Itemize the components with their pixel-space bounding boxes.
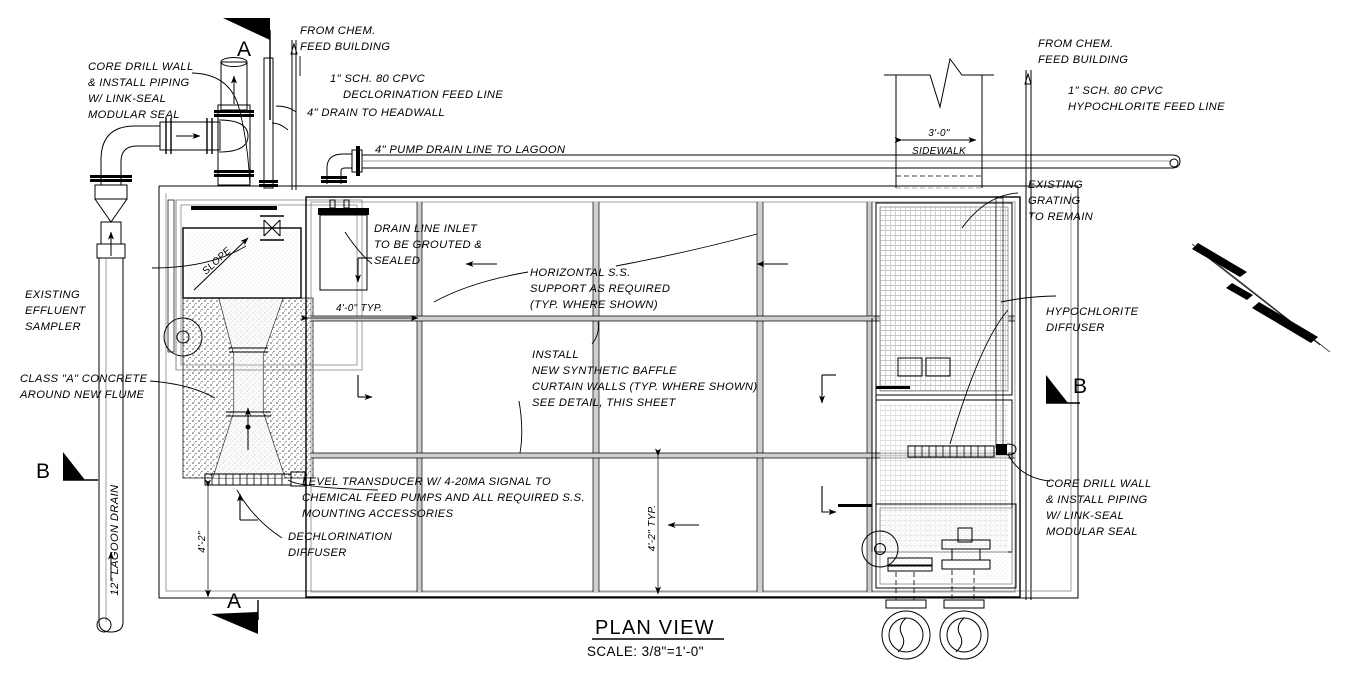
note-line: CURTAIN WALLS (TYP. WHERE SHOWN) [532, 381, 757, 393]
sidewalk-label: SIDEWALK [912, 146, 967, 157]
note-drain-to-headwall: 4" DRAIN TO HEADWALL [307, 107, 445, 119]
note-line: HORIZONTAL S.S. [530, 267, 631, 279]
transducer-flow-arrow [237, 493, 258, 521]
baffle-walls-vertical [416, 202, 873, 592]
note-line: HYPOCHLORITE FEED LINE [1068, 101, 1225, 113]
note-line: (TYP. WHERE SHOWN) [530, 299, 658, 311]
note-line: MOUNTING ACCESSORIES [302, 508, 454, 520]
note-dechlorination-feed-line: 1" SCH. 80 CPVC DECLORINATION FEED LINE [330, 73, 503, 101]
bay-height-left-label: 4'-2" [197, 531, 208, 553]
note-from-chem-left: FROM CHEM. FEED BUILDING [300, 25, 390, 53]
section-b-right-label: B [1073, 375, 1087, 398]
note-line: W/ LINK-SEAL [88, 93, 166, 105]
contact-basin: 4'-0" TYP. 4'-2" TYP. 4'-2" [197, 196, 1021, 598]
bay-width-label: 4'-0" TYP. [336, 303, 383, 314]
note-baffle-curtain-walls: INSTALL NEW SYNTHETIC BAFFLE CURTAIN WAL… [532, 349, 757, 409]
note-line: FEED BUILDING [1038, 54, 1128, 66]
note-line: 1" SCH. 80 CPVC [1068, 85, 1164, 97]
note-line: TO BE GROUTED & [374, 239, 482, 251]
note-core-drill-right: CORE DRILL WALL & INSTALL PIPING W/ LINK… [1046, 478, 1152, 538]
note-line: FROM CHEM. [1038, 38, 1114, 50]
note-line: GRATING [1028, 195, 1081, 207]
note-line: LEVEL TRANSDUCER W/ 4-20MA SIGNAL TO [302, 476, 551, 488]
note-line: DECHLORINATION [288, 531, 393, 543]
note-line: CORE DRILL WALL [88, 61, 194, 73]
section-marker-a-top: A [223, 18, 271, 120]
flume-assembly: SLOPE [163, 199, 363, 487]
bay-height-mid-dimension: 4'-2" TYP. [647, 448, 661, 595]
note-line: & INSTALL PIPING [1046, 494, 1148, 506]
note-from-chem-right: FROM CHEM. FEED BUILDING [1038, 38, 1128, 66]
note-dechlorination-diffuser: DECHLORINATION DIFFUSER [288, 531, 393, 559]
note-line: 12" LAGOON DRAIN [109, 484, 121, 595]
note-line: FROM CHEM. [300, 25, 376, 37]
note-line: MODULAR SEAL [1046, 526, 1138, 538]
note-existing-effluent-sampler: EXISTING EFFLUENT SAMPLER [25, 289, 86, 333]
note-hypochlorite-feed-line: 1" SCH. 80 CPVC HYPOCHLORITE FEED LINE [1068, 85, 1225, 113]
note-line: SUPPORT AS REQUIRED [530, 283, 670, 295]
note-line: SEALED [374, 255, 420, 267]
note-line: SAMPLER [25, 321, 81, 333]
note-line: & INSTALL PIPING [88, 77, 190, 89]
right-vertical-feed-pipe [1024, 70, 1032, 600]
sidewalk-detail: 3'-0" SIDEWALK [884, 57, 994, 189]
site-boundary [158, 185, 1079, 599]
section-a-bottom-label: A [227, 590, 241, 613]
note-class-a-concrete: CLASS "A" CONCRETE AROUND NEW FLUME [19, 373, 148, 401]
note-line: AROUND NEW FLUME [19, 389, 145, 401]
note-line: 4" DRAIN TO HEADWALL [307, 107, 445, 119]
note-line: 1" SCH. 80 CPVC [330, 73, 426, 85]
note-lagoon-drain: 12" LAGOON DRAIN [109, 484, 121, 595]
north-arrow-icon [1191, 243, 1331, 353]
note-line: EXISTING [1028, 179, 1083, 191]
section-marker-b-left: B [36, 452, 98, 483]
note-pump-drain-line: 4" PUMP DRAIN LINE TO LAGOON [375, 144, 566, 156]
bay-height-left-dimension: 4'-2" [197, 479, 211, 598]
note-line: TO REMAIN [1028, 211, 1094, 223]
pump-station [861, 503, 1017, 660]
note-line: W/ LINK-SEAL [1046, 510, 1124, 522]
section-marker-a-bottom: A [211, 590, 259, 634]
note-line: CHEMICAL FEED PUMPS AND ALL REQUIRED S.S… [302, 492, 585, 504]
note-line: DECLORINATION FEED LINE [343, 89, 503, 101]
note-line: DIFFUSER [288, 547, 347, 559]
right-chamber-zone [838, 197, 1017, 553]
note-line: INSTALL [532, 349, 579, 361]
note-line: EXISTING [25, 289, 80, 301]
note-line: NEW SYNTHETIC BAFFLE [532, 365, 677, 377]
note-line: DIFFUSER [1046, 322, 1105, 334]
note-line: EFFLUENT [25, 305, 86, 317]
drawing-scale: SCALE: 3/8"=1'-0" [587, 644, 704, 659]
left-vertical-feed-pipes [259, 40, 298, 190]
note-line: FEED BUILDING [300, 41, 390, 53]
leaders [149, 56, 1057, 539]
note-line: 4" PUMP DRAIN LINE TO LAGOON [375, 144, 566, 156]
pump-drain-line [321, 146, 1181, 184]
sidewalk-dim-label: 3'-0" [928, 128, 950, 139]
drawing-title-block: PLAN VIEW SCALE: 3/8"=1'-0" [587, 617, 724, 659]
note-horizontal-ss-support: HORIZONTAL S.S. SUPPORT AS REQUIRED (TYP… [530, 267, 670, 311]
note-line: MODULAR SEAL [88, 109, 180, 121]
page-title: PLAN VIEW [595, 617, 715, 639]
note-line: HYPOCHLORITE [1046, 306, 1139, 318]
note-drain-line-inlet: DRAIN LINE INLET TO BE GROUTED & SEALED [374, 223, 482, 267]
note-line: CORE DRILL WALL [1046, 478, 1152, 490]
left-piping-assembly [90, 57, 254, 633]
section-a-top-label: A [237, 38, 251, 61]
bay-height-mid-label: 4'-2" TYP. [647, 505, 658, 552]
note-existing-grating: EXISTING GRATING TO REMAIN [1028, 179, 1094, 223]
bay-width-dimension: 4'-0" TYP. [300, 303, 419, 321]
note-line: DRAIN LINE INLET [374, 223, 478, 235]
drain-line-inlet-box [318, 199, 369, 291]
note-level-transducer: LEVEL TRANSDUCER W/ 4-20MA SIGNAL TO CHE… [302, 476, 585, 520]
note-line: SEE DETAIL, THIS SHEET [532, 397, 676, 409]
note-hypochlorite-diffuser: HYPOCHLORITE DIFFUSER [1046, 306, 1139, 334]
section-marker-b-right: B [1046, 375, 1087, 404]
note-core-drill-left: CORE DRILL WALL & INSTALL PIPING W/ LINK… [88, 61, 194, 121]
section-b-left-label: B [36, 460, 50, 483]
note-line: CLASS "A" CONCRETE [20, 373, 148, 385]
